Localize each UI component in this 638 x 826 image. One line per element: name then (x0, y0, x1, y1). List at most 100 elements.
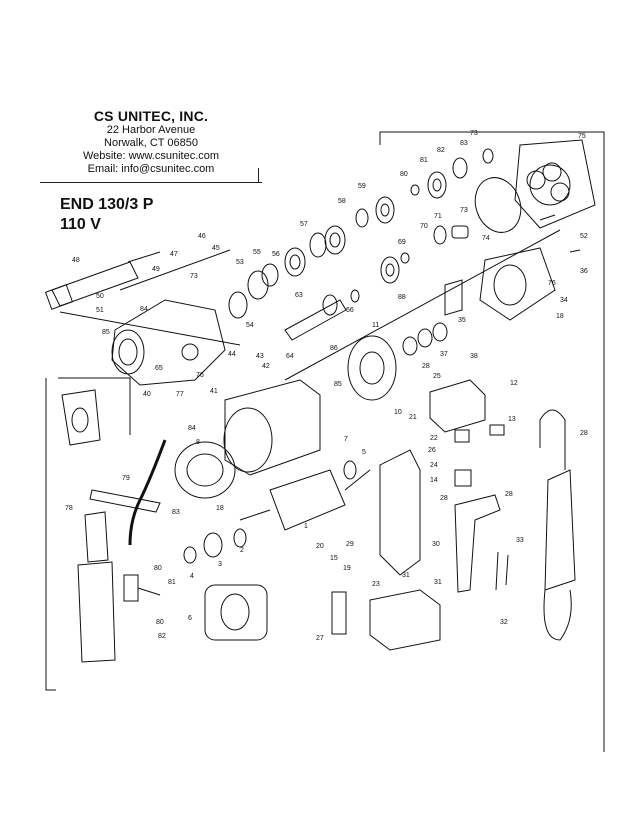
callout-35: 34 (560, 297, 568, 304)
callout-88: 88 (398, 294, 406, 301)
brush-tube (331, 591, 347, 635)
company-email: Email: info@csunitec.com (87, 163, 215, 175)
callout-54: 54 (246, 322, 254, 329)
callout-76: 76 (196, 372, 204, 379)
callout-65: 65 (155, 365, 163, 372)
callout-38: 37 (440, 351, 448, 358)
callout-30: 29 (346, 541, 354, 548)
callout-64: 64 (286, 353, 294, 360)
header-divider-tick (258, 168, 259, 182)
callout-21: 21 (409, 414, 417, 421)
callout-78: 78 (65, 505, 73, 512)
gear-set-upper (355, 148, 494, 245)
callout-80: 80 (154, 565, 162, 572)
callout-27: 27 (316, 635, 324, 642)
callout-85: 85 (102, 329, 110, 336)
callout-15: 15 (330, 555, 338, 562)
switch-housing (379, 449, 421, 576)
callout-22: 22 (430, 435, 438, 442)
callout-48: 48 (72, 257, 80, 264)
gasket (444, 279, 463, 316)
callout-24: 24 (430, 462, 438, 469)
gear-housing-cover (514, 139, 596, 229)
callout-45: 45 (212, 245, 220, 252)
callout-28: 28 (505, 491, 513, 498)
callout-30b: 28 (422, 363, 430, 370)
callout-5: 5 (362, 449, 366, 456)
callout-43: 43 (256, 353, 264, 360)
callout-11: 11 (372, 322, 379, 329)
callout-58: 58 (338, 198, 346, 205)
callout-84: 84 (140, 306, 148, 313)
water-valve (123, 574, 139, 602)
handle-bracket (58, 377, 131, 435)
gear-housing (111, 299, 226, 386)
fan-housing (479, 247, 556, 321)
leader-guide-left (59, 311, 241, 346)
callout-59: 59 (358, 183, 366, 190)
callout-18: 18 (216, 505, 224, 512)
callout-82: 82 (158, 633, 166, 640)
callout-39: 38 (470, 353, 478, 360)
callout-87: 86 (330, 345, 338, 352)
callout-31: 30 (432, 541, 440, 548)
assembly-bracket-top (379, 131, 605, 752)
callout-52: 52 (580, 233, 588, 240)
handle-clamp (61, 389, 101, 446)
callout-26: 26 (428, 447, 436, 454)
callout-70: 70 (420, 223, 428, 230)
callout-6: 6 (188, 615, 192, 622)
callout-79: 79 (122, 475, 130, 482)
company-name: CS UNITEC, INC. (93, 108, 209, 124)
callout-74: 74 (482, 235, 490, 242)
callout-86: 85 (334, 381, 342, 388)
company-street: 22 Harbor Avenue (106, 124, 196, 136)
o-ring (474, 177, 522, 233)
callout-3: 3 (218, 561, 222, 568)
callout-57: 57 (300, 221, 308, 228)
callout-7: 7 (344, 436, 348, 443)
callout-13: 13 (508, 416, 516, 423)
callout-66: 66 (346, 307, 354, 314)
spindle-shaft (284, 299, 347, 341)
company-header: CS UNITEC, INC. 22 Harbor Avenue Norwalk… (40, 108, 262, 176)
callout-75: 75 (578, 133, 586, 140)
callout-36: 35 (458, 317, 466, 324)
side-handle (77, 511, 116, 663)
callout-28b: 28 (580, 430, 588, 437)
leader-guide-motor (284, 229, 561, 381)
company-website: Website: www.csunitec.com (82, 150, 220, 162)
field-ring (174, 441, 236, 499)
callout-8: 8 (196, 439, 200, 446)
callout-47: 47 (170, 251, 178, 258)
callout-76b: 76 (548, 280, 556, 287)
callout-69: 69 (398, 239, 406, 246)
callout-32b: 31 (434, 579, 442, 586)
bearing-row (228, 225, 410, 319)
callout-25: 25 (433, 373, 441, 380)
callout-20: 20 (316, 543, 324, 550)
callout-71: 71 (434, 213, 442, 220)
callout-51: 51 (96, 307, 104, 314)
model-number: END 130/3 P (60, 196, 154, 213)
handle-bracket-part (454, 494, 501, 593)
callout-44: 44 (228, 351, 236, 358)
switch-box (369, 589, 441, 651)
armature (239, 460, 371, 531)
voltage-rating: 110 V (60, 216, 101, 233)
callout-33: 32 (500, 619, 508, 626)
callout-50: 50 (96, 293, 104, 300)
motor-housing (223, 379, 321, 476)
callout-83: 83 (172, 509, 180, 516)
callout-17: 18 (556, 313, 564, 320)
callout-34: 33 (516, 537, 524, 544)
callout-73: 73 (190, 273, 198, 280)
callout-83: 83 (460, 140, 468, 147)
callout-14: 14 (430, 477, 438, 484)
callout-72: 73 (470, 130, 478, 137)
callout-81: 81 (168, 579, 176, 586)
callout-10: 10 (394, 409, 402, 416)
drill-spindle (44, 251, 161, 310)
callout-1: 1 (304, 523, 308, 530)
